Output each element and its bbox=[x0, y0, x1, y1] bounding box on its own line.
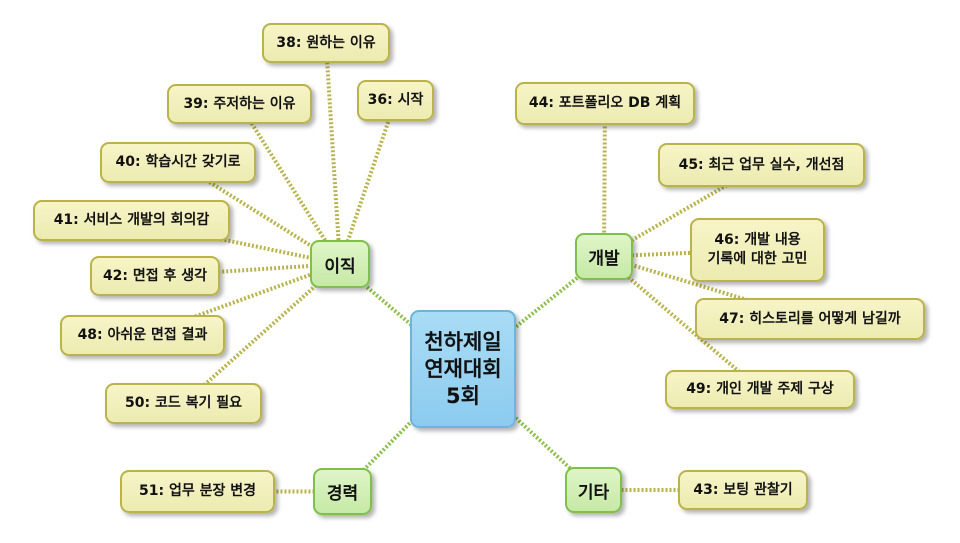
leaf-link bbox=[182, 262, 342, 405]
leaf-node[interactable]: 46: 개발 내용 기록에 대한 고민 bbox=[690, 218, 825, 282]
leaf-node[interactable]: 45: 최근 업무 실수, 개선점 bbox=[658, 143, 865, 187]
branch-node-etc[interactable]: 기타 bbox=[565, 467, 622, 513]
leaf-node[interactable]: 51: 업무 분장 변경 bbox=[120, 470, 275, 513]
leaf-link bbox=[602, 103, 607, 257]
branch-link bbox=[338, 262, 465, 371]
leaf-node[interactable]: 38: 원하는 이유 bbox=[262, 23, 390, 63]
branch-node-development[interactable]: 개발 bbox=[575, 233, 633, 280]
leaf-link bbox=[237, 102, 342, 266]
leaf-link bbox=[141, 262, 341, 338]
leaf-link bbox=[324, 42, 342, 265]
branch-node-career-change[interactable]: 이직 bbox=[310, 240, 370, 288]
leaf-node[interactable]: 39: 주저하는 이유 bbox=[167, 84, 312, 124]
leaf-node[interactable]: 50: 코드 복기 필요 bbox=[105, 383, 262, 424]
leaf-node[interactable]: 48: 아쉬운 면접 결과 bbox=[60, 315, 225, 356]
leaf-node[interactable]: 43: 보팅 관찰기 bbox=[678, 470, 808, 510]
leaf-node[interactable]: 42: 면접 후 생각 bbox=[90, 256, 220, 296]
leaf-link bbox=[154, 262, 341, 278]
root-node[interactable]: 천하제일 연재대회 5회 bbox=[410, 310, 516, 428]
leaf-node[interactable]: 44: 포트폴리오 DB 계획 bbox=[515, 82, 695, 125]
leaf-node[interactable]: 40: 학습시간 갖기로 bbox=[100, 142, 256, 183]
leaf-node[interactable]: 47: 히스토리를 어떻게 남길까 bbox=[695, 298, 925, 340]
leaf-node[interactable]: 41: 서비스 개발의 회의감 bbox=[33, 200, 230, 241]
leaf-node[interactable]: 36: 시작 bbox=[357, 80, 434, 121]
branch-node-experience[interactable]: 경력 bbox=[313, 468, 372, 515]
leaf-node[interactable]: 49: 개인 개발 주제 구상 bbox=[665, 370, 855, 409]
leaf-link bbox=[338, 99, 398, 265]
